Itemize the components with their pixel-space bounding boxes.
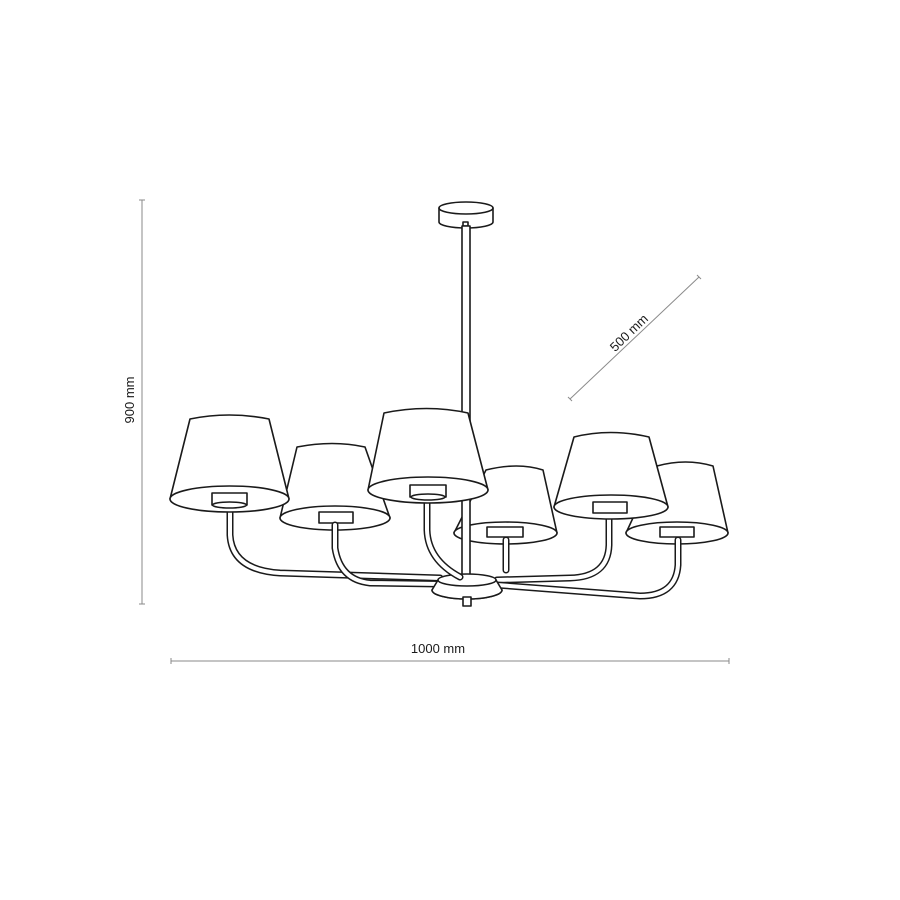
arm-shade-3 xyxy=(423,496,464,581)
width-dimension: 1000 mm xyxy=(170,641,730,664)
depth-label: 500 mm xyxy=(607,311,651,354)
central-hub xyxy=(431,573,503,607)
arms xyxy=(226,506,682,600)
lamp-shade-3 xyxy=(367,407,489,504)
ceiling-canopy xyxy=(438,201,494,229)
lamp-shade-2 xyxy=(279,442,391,531)
lamp-shade-5 xyxy=(553,431,669,520)
height-label: 900 mm xyxy=(122,377,137,424)
lamp-shade-1 xyxy=(169,414,290,513)
width-label: 1000 mm xyxy=(411,641,465,656)
depth-dimension: 500 mm xyxy=(567,274,702,402)
height-dimension: 900 mm xyxy=(122,199,145,605)
center-stem xyxy=(461,225,471,577)
